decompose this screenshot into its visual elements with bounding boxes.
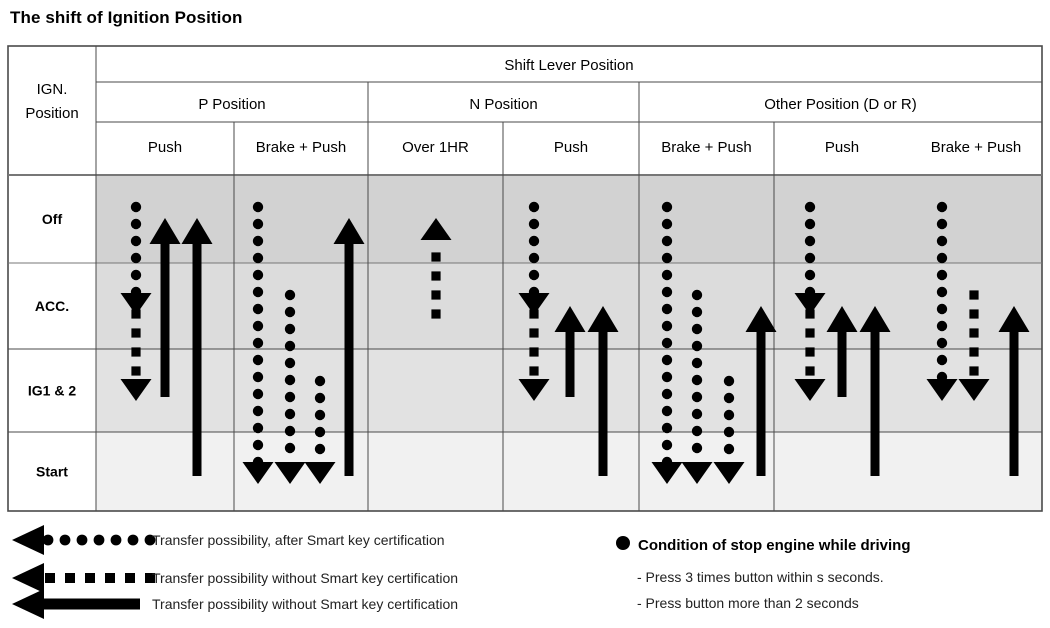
svg-text:Position: Position — [25, 105, 78, 122]
transition-arrows — [120, 201, 1030, 484]
note-line-1: - Press button more than 2 seconds — [637, 595, 859, 611]
column-header-1: Brake + Push — [256, 139, 346, 156]
column-header-3: Push — [554, 139, 588, 156]
group-header-1: N Position — [469, 96, 537, 113]
column-header-4: Brake + Push — [661, 139, 751, 156]
arrow-solid-col0 — [149, 218, 181, 397]
column-header-5: Push — [825, 139, 859, 156]
arrow-dashed-col2 — [420, 218, 452, 319]
arrow-dotted-col1 — [304, 375, 336, 484]
arrow-dotted-col6 — [926, 201, 958, 401]
note-heading: Condition of stop engine while driving — [638, 537, 910, 554]
column-header-6: Brake + Push — [931, 139, 1021, 156]
arrow-solid-col4 — [745, 306, 777, 476]
page-title: The shift of Ignition Position — [10, 8, 243, 27]
column-header-0: Push — [148, 139, 182, 156]
column-header-2: Over 1HR — [402, 139, 469, 156]
svg-text:IGN.: IGN. — [37, 81, 68, 98]
legend-label-0: Transfer possibility, after Smart key ce… — [152, 532, 445, 548]
row-label-ig1-2: IG1 & 2 — [28, 383, 76, 399]
note-line-0: - Press 3 times button within s seconds. — [637, 569, 884, 585]
arrow-solid-col5 — [826, 306, 858, 397]
legend: Transfer possibility, after Smart key ce… — [12, 525, 910, 619]
arrow-dotted-col1 — [274, 289, 306, 484]
legend-label-2: Transfer possibility without Smart key c… — [152, 596, 458, 612]
legend-item-solid: Transfer possibility without Smart key c… — [12, 589, 458, 619]
arrow-solid-col3 — [587, 306, 619, 476]
arrow-dotted-col4 — [651, 201, 683, 484]
row-label-start: Start — [36, 464, 68, 480]
legend-label-1: Transfer possibility without Smart key c… — [152, 570, 458, 586]
arrow-solid-col5 — [859, 306, 891, 476]
arrow-dashed-col0 — [120, 290, 152, 401]
arrow-solid-col3 — [554, 306, 586, 397]
arrow-dashed-col5 — [794, 290, 826, 401]
legend-item-dashed: Transfer possibility without Smart key c… — [12, 563, 458, 593]
header-shift-lever-position: Shift Lever Position — [504, 57, 633, 74]
row-label-off: Off — [42, 211, 63, 227]
arrow-dashed-col3 — [518, 290, 550, 401]
row-label-acc-: ACC. — [35, 298, 69, 314]
arrow-dashed-col6 — [958, 290, 990, 401]
arrow-dotted-col1 — [242, 201, 274, 484]
legend-note: Condition of stop engine while driving - … — [616, 536, 910, 611]
arrow-solid-col1 — [333, 218, 365, 476]
row-band-off — [96, 175, 1042, 263]
group-header-0: P Position — [198, 96, 265, 113]
legend-item-dotted: Transfer possibility, after Smart key ce… — [12, 525, 445, 555]
arrow-solid-col0 — [181, 218, 213, 476]
arrow-dotted-col4 — [681, 289, 713, 484]
group-header-2: Other Position (D or R) — [764, 96, 917, 113]
row-band-start — [96, 432, 1042, 511]
arrow-solid-col6 — [998, 306, 1030, 476]
arrow-dotted-col4 — [713, 375, 745, 484]
